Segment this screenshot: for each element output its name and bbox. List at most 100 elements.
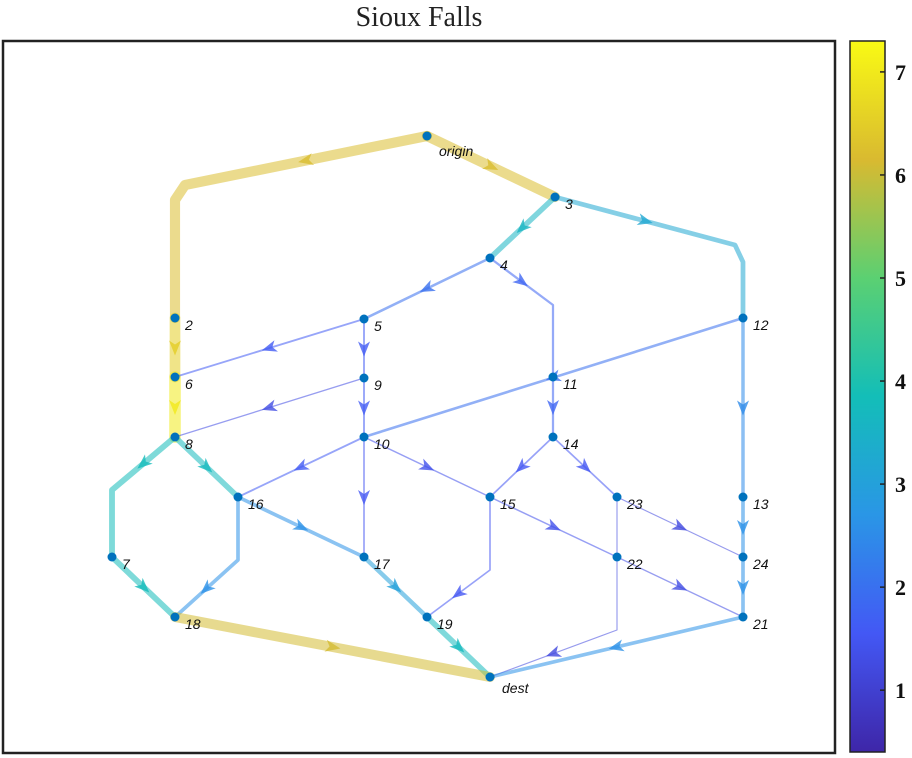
edge-23-dest	[489, 496, 618, 678]
edge-arrow-15-19	[452, 584, 468, 599]
node-label-18: 18	[185, 616, 201, 632]
arrow-head	[544, 518, 561, 531]
arrow-head	[169, 340, 181, 356]
arrow-head	[512, 272, 528, 287]
node-label-13: 13	[753, 496, 769, 512]
colorbar-tick-label: 4	[895, 369, 906, 394]
node-label-17: 17	[374, 556, 391, 572]
node-3	[550, 192, 560, 202]
node-10	[359, 432, 369, 442]
node-label-2: 2	[184, 317, 193, 333]
edge-arrow-9-10	[358, 400, 370, 416]
arrow-head	[608, 639, 625, 652]
edge-arrow-4-5	[419, 280, 436, 292]
node-label-12: 12	[753, 317, 769, 333]
edge-arrow-10-15	[418, 458, 435, 471]
node-label-4: 4	[500, 257, 508, 273]
node-8	[170, 432, 180, 442]
node-label-9: 9	[374, 377, 382, 393]
node-4	[485, 253, 495, 263]
edge-arrow-23-24	[671, 518, 688, 531]
arrow-head	[449, 637, 465, 653]
node-15	[485, 492, 495, 502]
arrow-head	[671, 578, 688, 591]
node-label-10: 10	[374, 436, 390, 452]
arrow-head	[516, 218, 532, 233]
edge-arrow-19-dest	[449, 637, 465, 653]
arrow-head	[358, 400, 370, 416]
edge-arrow-22-21	[671, 578, 688, 591]
edge-8-7	[109, 434, 178, 560]
node-5	[359, 314, 369, 324]
node-16	[233, 492, 243, 502]
nodes-layer	[107, 131, 748, 682]
node-origin	[422, 131, 432, 141]
colorbar-tick-label: 7	[895, 60, 906, 85]
arrow-head	[452, 584, 468, 599]
edge-4-11	[488, 256, 555, 379]
node-label-15: 15	[500, 496, 516, 512]
node-6	[170, 372, 180, 382]
colorbar-bar	[849, 40, 886, 753]
arrow-head	[419, 280, 436, 292]
node-label-5: 5	[374, 318, 382, 334]
node-label-dest: dest	[502, 680, 530, 696]
plot-title: Sioux Falls	[355, 2, 483, 33]
edge-arrow-17-19	[386, 577, 402, 593]
edge-arrow-9-8	[261, 399, 278, 412]
node-7	[107, 552, 117, 562]
arrow-head	[482, 158, 499, 170]
arrow-head	[737, 520, 749, 535]
arrow-head	[298, 153, 315, 165]
edge-arrow-15-22	[544, 518, 561, 531]
arrow-head	[636, 213, 653, 225]
arrow-head	[134, 577, 150, 593]
edge-arrow-4-11	[512, 272, 528, 287]
colorbar-tick-label: 3	[895, 472, 906, 497]
arrow-head	[671, 518, 688, 531]
edge-arrow-origin-2	[298, 153, 315, 165]
edge-arrow-5-6	[261, 340, 278, 352]
colorbar-tick-label: 6	[895, 163, 906, 188]
arrow-head	[200, 579, 216, 594]
node-12	[738, 313, 748, 323]
node-17	[359, 552, 369, 562]
node-14	[548, 432, 558, 442]
edge-arrow-2-6	[169, 340, 181, 356]
node-label-3: 3	[565, 196, 573, 212]
node-label-11: 11	[563, 376, 578, 392]
arrow-head	[261, 340, 278, 352]
arrows-layer	[134, 153, 749, 657]
edge-arrow-23-dest	[545, 645, 563, 657]
arrow-head	[261, 399, 278, 412]
edge-arrow-5-9	[358, 341, 370, 357]
node-label-14: 14	[563, 436, 579, 452]
node-label-24: 24	[752, 556, 769, 572]
edge-16-18	[173, 495, 240, 619]
node-label-origin: origin	[439, 143, 473, 159]
node-23	[612, 492, 622, 502]
arrow-head	[737, 400, 749, 416]
node-13	[738, 492, 748, 502]
arrow-head	[545, 645, 563, 657]
edge-15-19	[426, 496, 491, 618]
arrow-head	[515, 457, 531, 473]
edge-arrow-14-15	[515, 457, 531, 473]
edge-arrow-8-7	[137, 454, 153, 469]
arrow-head	[293, 458, 310, 471]
arrow-head	[169, 400, 181, 415]
edge-arrow-6-8	[169, 400, 181, 415]
node-9	[359, 373, 369, 383]
colorbar-tick-label: 1	[895, 678, 906, 703]
edge-arrow-18-dest	[324, 639, 341, 652]
edge-arrow-21-dest	[608, 639, 625, 652]
arrow-head	[358, 341, 370, 357]
edge-arrow-12-13	[737, 400, 749, 416]
arrow-head	[358, 490, 370, 505]
edge-arrow-3-4	[516, 218, 532, 233]
arrow-head	[137, 454, 153, 469]
arrow-head	[575, 457, 591, 473]
edge-arrow-10-17	[358, 490, 370, 505]
